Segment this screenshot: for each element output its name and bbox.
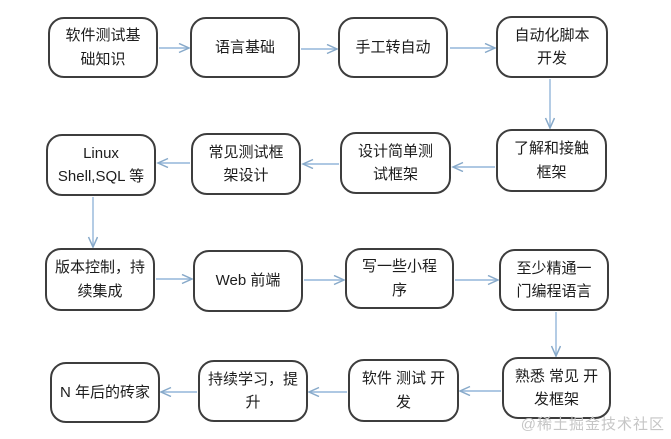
flow-node-linux-shell-sql: Linux Shell,SQL 等 <box>46 134 156 196</box>
flow-node-learn-frameworks: 了解和接触 框架 <box>496 129 607 192</box>
flow-node-language-basics: 语言基础 <box>190 17 300 78</box>
flow-node-common-framework-design: 常见测试框 架设计 <box>191 133 301 195</box>
flow-node-software-test-dev: 软件 测试 开 发 <box>348 359 459 422</box>
flow-node-version-control-ci: 版本控制，持 续集成 <box>45 248 155 311</box>
flow-node-master-one-language: 至少精通一 门编程语言 <box>499 249 609 311</box>
flow-node-design-simple-framework: 设计简单测 试框架 <box>340 132 451 194</box>
flow-node-expert-after-n-years: N 年后的砖家 <box>50 362 160 423</box>
watermark: @稀土掘金技术社区 <box>520 416 665 433</box>
flow-node-automation-script-dev: 自动化脚本 开发 <box>496 16 608 78</box>
flow-node-manual-to-auto: 手工转自动 <box>338 17 448 78</box>
flow-node-continuous-learning: 持续学习，提 升 <box>198 360 308 422</box>
flow-node-software-testing-basics: 软件测试基 础知识 <box>48 17 158 78</box>
flow-node-know-dev-frameworks: 熟悉 常见 开 发框架 <box>502 357 611 419</box>
flow-node-write-small-programs: 写一些小程 序 <box>345 248 454 309</box>
flow-node-web-frontend: Web 前端 <box>193 250 303 312</box>
